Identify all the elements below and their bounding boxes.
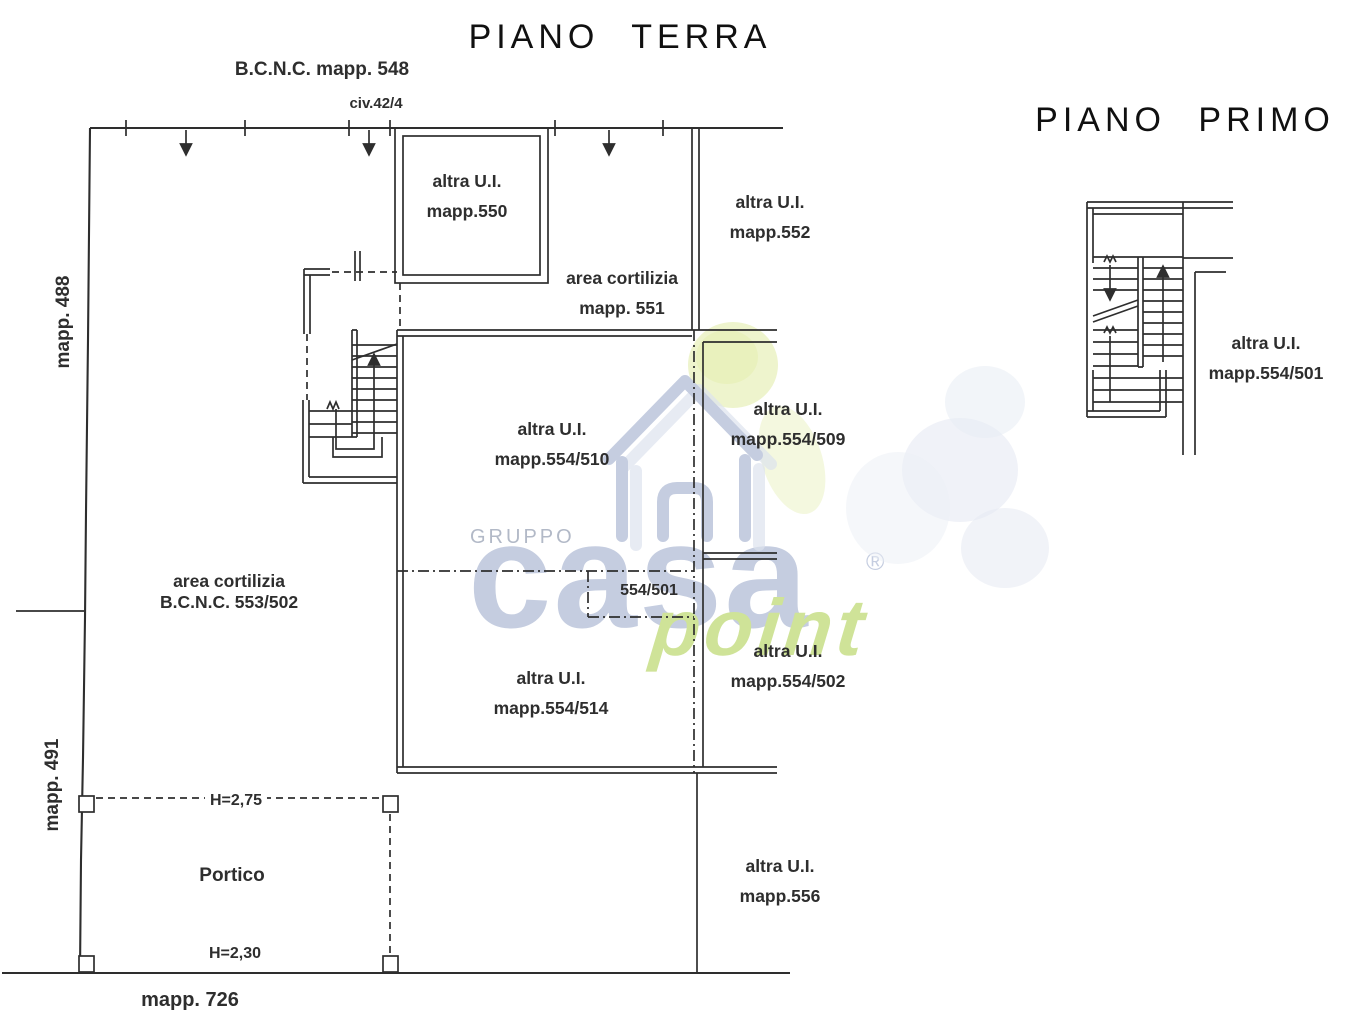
wall-509-502 — [703, 552, 777, 560]
stair-break-line — [351, 343, 398, 361]
ground-floor-title: PIANO TERRA — [468, 18, 772, 56]
ff-room-501-line1: altra U.I. — [1231, 333, 1301, 353]
ff-stair-stringer — [1137, 257, 1144, 368]
room-514-line2: mapp.554/514 — [493, 698, 609, 718]
wall-551-552 — [691, 128, 700, 330]
portico-structure — [78, 795, 399, 973]
watermark-graphics — [603, 322, 1049, 588]
room-509-line1: altra U.I. — [753, 399, 823, 419]
label-portico: Portico — [199, 865, 265, 886]
watermark-blob — [846, 452, 950, 564]
label-stair-554-501: 554/501 — [620, 582, 678, 599]
stair-west-wall — [302, 400, 310, 483]
stair-north-wall — [303, 268, 330, 334]
label-ff-room-554-501: altra U.I. mapp.554/501 — [1209, 328, 1324, 388]
room-556-line2: mapp.556 — [739, 886, 821, 906]
room-552-line1: altra U.I. — [735, 192, 805, 212]
court-553-line1: area cortilizia — [173, 571, 285, 591]
room-556-line1: altra U.I. — [745, 856, 815, 876]
portico-pillar — [382, 955, 399, 973]
room-509-line2: mapp.554/509 — [730, 429, 846, 449]
room-502-line2: mapp.554/502 — [730, 671, 846, 691]
room-550-line1: altra U.I. — [432, 171, 502, 191]
stair-stringer — [351, 329, 358, 438]
room-550-line2: mapp.550 — [426, 201, 508, 221]
room-510-line1: altra U.I. — [517, 419, 587, 439]
label-room-552: altra U.I. mapp.552 — [730, 187, 811, 247]
ff-north-wall — [1087, 201, 1233, 209]
court-553-line2: B.C.N.C. 553/502 — [159, 592, 299, 612]
unit-divider-554-501 — [397, 570, 694, 618]
portico-pillar — [78, 955, 95, 973]
label-room-556: altra U.I. mapp.556 — [740, 851, 821, 911]
room-550-walls — [394, 127, 549, 284]
central-block-walls — [396, 329, 777, 774]
watermark-green-circle-core — [696, 330, 758, 384]
stair-landing — [332, 437, 383, 458]
ff-treads-west — [1093, 267, 1138, 367]
room-552-line2: mapp.552 — [729, 222, 811, 242]
street-line-ticks — [125, 120, 664, 136]
first-floor-plan — [1086, 201, 1233, 455]
court-551-line2: mapp. 551 — [579, 298, 665, 318]
room-514-line1: altra U.I. — [516, 668, 586, 688]
label-room-554-502: altra U.I. mapp.554/502 — [731, 636, 846, 696]
stairwell-ground — [302, 251, 401, 484]
ff-bottom-landing — [1087, 370, 1167, 418]
ff-corridor-walls — [1183, 257, 1233, 455]
walkline-start-mark — [326, 399, 340, 412]
stair-up-arrow-icon — [335, 352, 381, 450]
label-mapp-726: mapp. 726 — [141, 989, 239, 1011]
label-room-554-510: altra U.I. mapp.554/510 — [495, 414, 610, 474]
room-502-line1: altra U.I. — [753, 641, 823, 661]
label-mapp-491: mapp. 491 — [42, 738, 63, 832]
stair-wall-stub — [354, 251, 361, 281]
ff-room-501-line2: mapp.554/501 — [1208, 363, 1324, 383]
label-height-230: H=2,30 — [203, 945, 267, 963]
watermark-blob — [961, 508, 1049, 588]
ff-break-line — [1092, 299, 1139, 323]
label-room-554-514: altra U.I. mapp.554/514 — [494, 663, 609, 723]
label-court-553-502: area cortilizia B.C.N.C. 553/502 — [160, 571, 298, 613]
watermark-gruppo-text: GRUPPO — [470, 526, 575, 548]
house-icon — [603, 375, 763, 542]
ff-walkline-start-mark — [1103, 325, 1117, 335]
west-boundary-line — [78, 127, 92, 973]
label-civ-42-4: civ.42/4 — [349, 95, 403, 112]
stair-treads-west — [309, 410, 352, 438]
label-bcnc-548: B.C.N.C. mapp. 548 — [234, 59, 410, 80]
label-court-551: area cortilizia mapp. 551 — [566, 263, 678, 323]
room-510-line2: mapp.554/510 — [494, 449, 610, 469]
watermark-green-swoosh — [758, 405, 826, 515]
ff-west-wall — [1086, 202, 1094, 417]
portico-pillar — [382, 795, 399, 813]
label-mapp-488: mapp. 488 — [53, 275, 74, 369]
court-551-line1: area cortilizia — [566, 268, 678, 288]
site-boundary — [2, 120, 790, 975]
label-room-550: altra U.I. mapp.550 — [427, 166, 508, 226]
first-floor-title: PIANO PRIMO — [1035, 101, 1335, 139]
label-room-554-509: altra U.I. mapp.554/509 — [731, 394, 846, 454]
stair-south-wall — [303, 476, 397, 484]
label-height-275: H=2,75 — [204, 792, 268, 810]
watermark-blob — [945, 366, 1025, 438]
portico-pillar — [78, 795, 95, 813]
ff-treads-lower — [1093, 377, 1183, 403]
ff-walkline-start-mark — [1103, 254, 1117, 264]
